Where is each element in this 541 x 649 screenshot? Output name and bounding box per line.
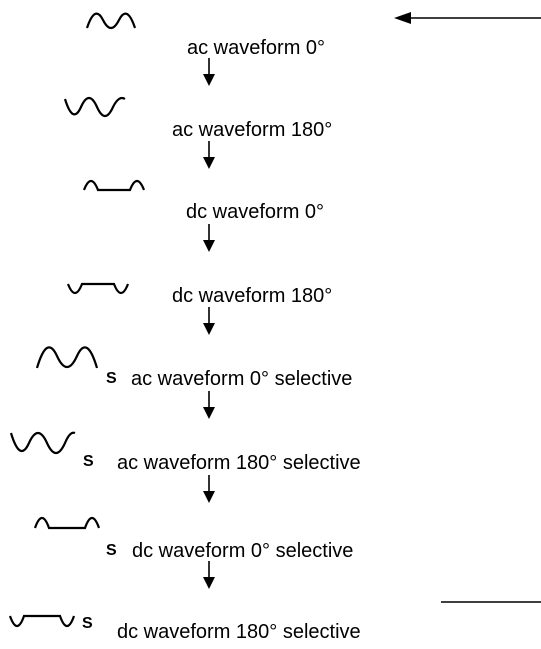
mode-label-ac-0: ac waveform 0° bbox=[187, 37, 326, 59]
down-arrow-3 bbox=[201, 224, 217, 254]
selective-marker: S bbox=[106, 542, 117, 559]
selective-marker: S bbox=[106, 370, 117, 387]
mode-label-dc-180: dc waveform 180° bbox=[172, 285, 333, 307]
selective-marker: S bbox=[83, 453, 94, 470]
selective-marker: S bbox=[82, 615, 93, 632]
ac-waveform-180-selective-icon bbox=[9, 427, 79, 455]
ac-waveform-0-icon bbox=[85, 10, 145, 30]
down-arrow-1 bbox=[201, 58, 217, 88]
mode-label-ac-0-selective: ac waveform 0° selective bbox=[131, 368, 353, 390]
dc-waveform-0-selective-icon bbox=[33, 512, 105, 530]
down-arrow-2 bbox=[201, 141, 217, 171]
down-arrow-7 bbox=[201, 561, 217, 591]
down-arrow-4 bbox=[201, 307, 217, 337]
mode-label-ac-180: ac waveform 180° bbox=[172, 119, 333, 141]
down-arrow-5 bbox=[201, 391, 217, 421]
top-return-arrowhead bbox=[394, 12, 411, 24]
dc-waveform-0-icon bbox=[82, 176, 148, 192]
ac-waveform-180-icon bbox=[63, 95, 129, 118]
mode-label-ac-180-selective: ac waveform 180° selective bbox=[117, 452, 361, 474]
dc-waveform-180-selective-icon bbox=[8, 614, 80, 632]
mode-label-dc-0: dc waveform 0° bbox=[186, 201, 325, 223]
dc-waveform-180-icon bbox=[66, 282, 132, 298]
ac-waveform-0-selective-icon bbox=[35, 342, 103, 372]
mode-label-dc-0-selective: dc waveform 0° selective bbox=[132, 540, 354, 562]
mode-label-dc-180-selective: dc waveform 180° selective bbox=[117, 621, 361, 643]
down-arrow-6 bbox=[201, 475, 217, 505]
